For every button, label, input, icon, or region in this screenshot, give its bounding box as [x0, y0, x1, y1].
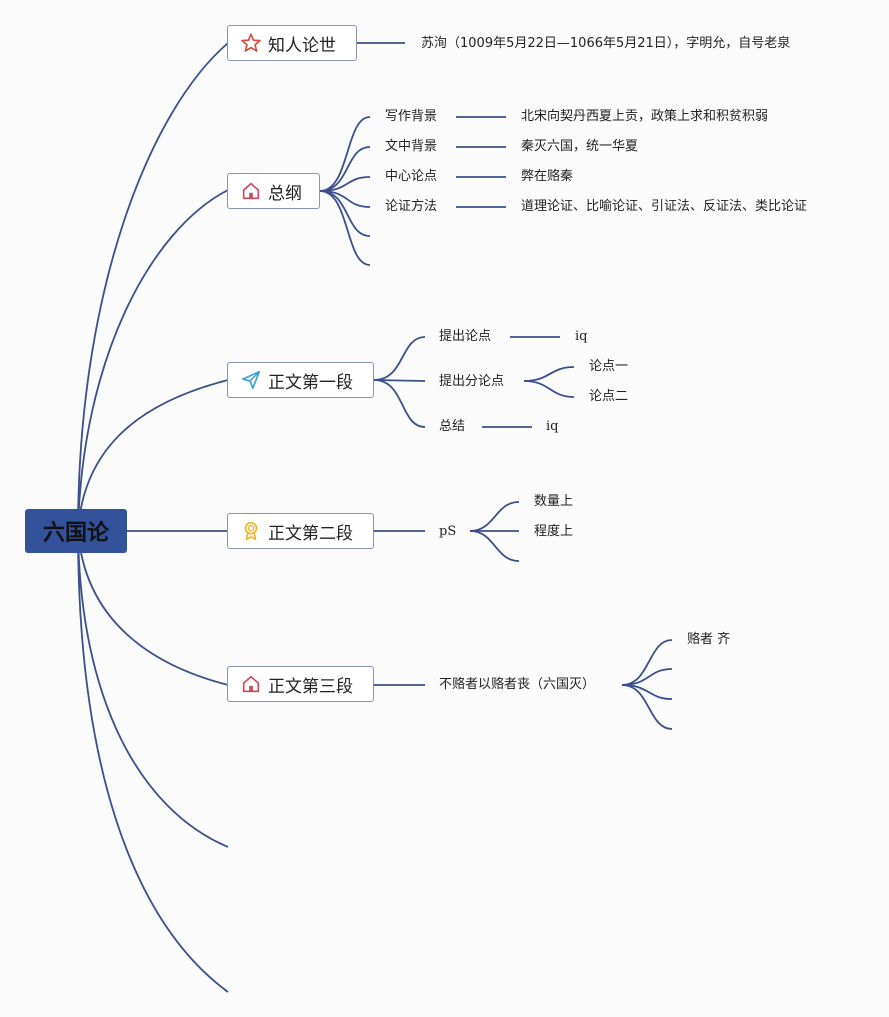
p1-detail: iq	[575, 329, 588, 344]
branch-paragraph-3[interactable]: 正文第三段	[227, 666, 374, 702]
branch-paragraph-2[interactable]: 正文第二段	[227, 513, 374, 549]
branch-outline[interactable]: 总纲	[227, 173, 320, 209]
paper-plane-icon	[240, 369, 262, 391]
branch-label: 正文第二段	[268, 523, 353, 544]
p1-item: 提出论点	[439, 329, 492, 344]
outline-detail: 秦灭六国，统一华夏	[521, 139, 639, 154]
p2-sub-item: 数量上	[534, 494, 574, 509]
p1-sub-item: 论点二	[589, 389, 629, 404]
p3-item: 不赂者以赂者丧（六国灭）	[439, 677, 596, 692]
root-label: 六国论	[42, 521, 109, 546]
p1-sub-item: 论点一	[589, 359, 629, 374]
root-node[interactable]: 六国论	[25, 509, 127, 553]
outline-detail: 北宋向契丹西夏上贡，政策上求和积贫积弱	[521, 109, 769, 124]
house-icon	[240, 180, 262, 202]
outline-detail: 道理论证、比喻论证、引证法、反证法、类比论证	[521, 199, 808, 214]
outline-item: 中心论点	[385, 169, 438, 184]
branch-paragraph-1[interactable]: 正文第一段	[227, 362, 374, 398]
star-icon	[240, 32, 262, 54]
medal-icon	[240, 520, 262, 542]
p2-item: pS	[439, 524, 457, 539]
p1-item: 总结	[439, 419, 466, 434]
branch-label: 正文第三段	[268, 676, 353, 697]
outline-item: 文中背景	[385, 139, 438, 154]
branch-label: 正文第一段	[268, 372, 353, 393]
branch-label: 总纲	[268, 183, 302, 204]
p2-sub-item: 程度上	[534, 524, 574, 539]
p3-sub-item: 赂者 齐	[687, 632, 731, 647]
outline-item: 写作背景	[385, 109, 438, 124]
outline-detail: 弊在赂秦	[521, 169, 574, 184]
p1-detail: iq	[546, 419, 559, 434]
outline-item: 论证方法	[385, 199, 438, 214]
branch-know-author[interactable]: 知人论世	[227, 25, 357, 61]
house-icon	[240, 673, 262, 695]
branch-label: 知人论世	[268, 35, 336, 56]
p1-item: 提出分论点	[439, 374, 505, 389]
author-info: 苏洵（1009年5月22日—1066年5月21日），字明允，自号老泉	[421, 36, 791, 51]
